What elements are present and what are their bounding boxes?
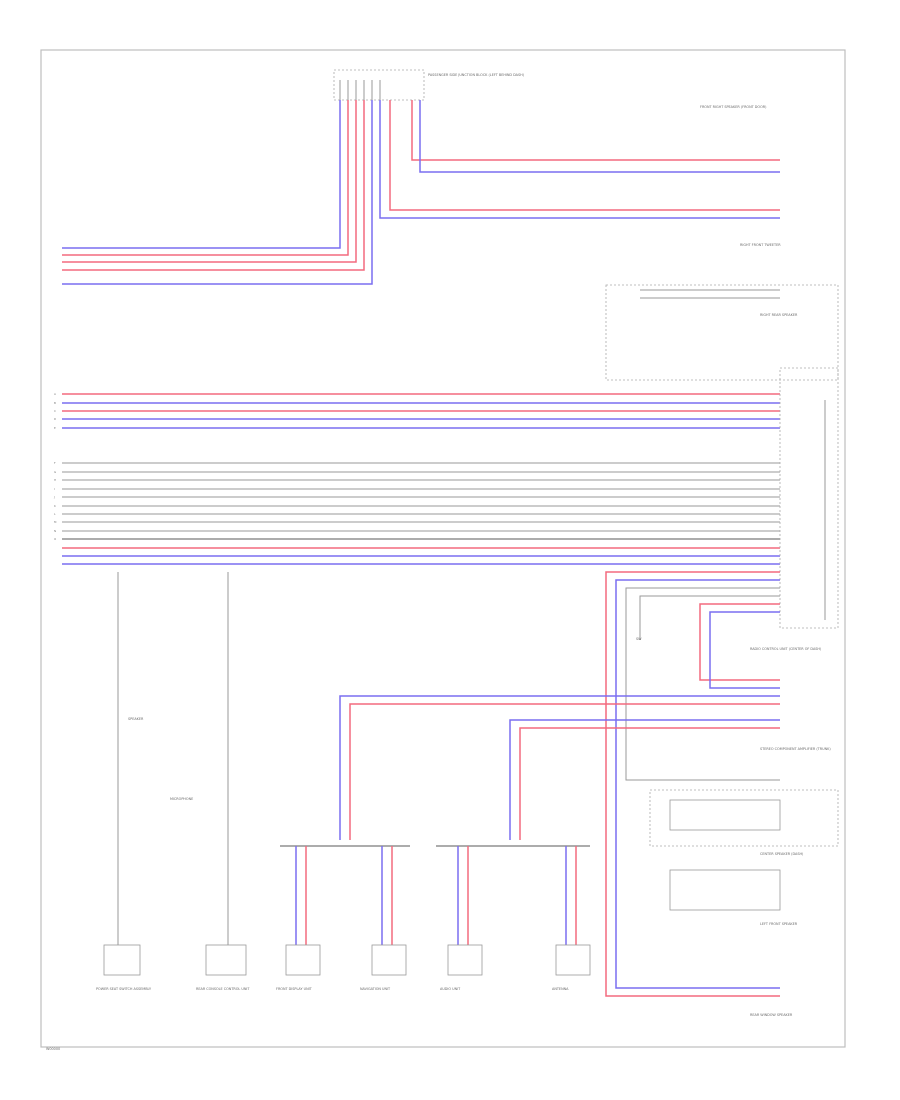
component-box-2 [205,944,247,976]
bottom-label-2: REAR CONSOLE CONTROL UNIT [196,987,250,991]
left-bus-label: J [53,495,55,499]
component-box-5 [447,944,483,976]
mid-label-speaker: SPEAKER [128,717,144,721]
bottom-label-3: FRONT DISPLAY UNIT [276,987,313,991]
right-connector: RADIO CONTROL UNIT (CENTER OF DASH) [750,367,839,651]
left-bus-label: G [54,470,56,474]
left-bus-label: M [54,520,57,524]
left-bus-label: I [54,487,55,491]
bottom-label-5: AUDIO UNIT [440,987,461,991]
radio-control-block: RIGHT REAR SPEAKER [605,284,839,381]
right-label-rear-right: RIGHT REAR SPEAKER [760,313,798,317]
component-box-6 [555,944,591,976]
right-label-front-right: FRONT RIGHT SPEAKER (FRONT DOOR) [700,105,767,109]
left-bus-label: F [54,461,56,465]
left-bus-label: O [54,537,57,541]
component-box-4 [371,944,407,976]
bottom-component-wires [295,846,577,945]
right-label-radio: RADIO CONTROL UNIT (CENTER OF DASH) [750,647,822,651]
left-bus-label: K [54,504,56,508]
top-connector-pins [339,80,381,100]
top-connector-label: PASSENGER SIDE JUNCTION BLOCK (LEFT BEHI… [428,73,525,77]
right-lower-boxes: CENTER SPEAKER (DASH) LEFT FRONT SPEAKER… [649,789,839,1017]
speaker-bundle: STEREO COMPONENT AMPLIFIER (TRUNK) [339,695,831,840]
bottom-label-1: POWER SEAT SWITCH ASSEMBLY [96,987,152,991]
right-label-tweeter: RIGHT FRONT TWEETER [740,243,781,247]
component-box-3 [285,944,321,976]
mid-label-mic: MICROPHONE [170,797,193,801]
left-bus-label: D [54,417,56,421]
bottom-label-6: ANTENNA [552,987,569,991]
top-wires [62,100,780,285]
right-vertical-wires [605,571,780,997]
top-connector: PASSENGER SIDE JUNCTION BLOCK (LEFT BEHI… [333,69,525,101]
left-bus-label: E [54,426,56,430]
right-label-amp: STEREO COMPONENT AMPLIFIER (TRUNK) [760,747,831,751]
left-bus-label: N [54,529,56,533]
left-vertical-wires: SPEAKER MICROPHONE SW [117,572,642,945]
left-bus-label: H [54,478,56,482]
bottom-components [103,944,591,976]
right-label-center: CENTER SPEAKER (DASH) [760,852,804,856]
left-bus-label: L [54,512,56,516]
diagram-frame [40,49,846,1048]
main-bus [62,393,780,565]
right-label-rear-window: REAR WINDOW SPEAKER [750,1013,793,1017]
left-bus-label: A [54,392,56,396]
right-label-left-front: LEFT FRONT SPEAKER [760,922,798,926]
mid-label-sw: SW [636,637,642,641]
component-box-1 [103,944,141,976]
bottom-label-4: NAVIGATION UNIT [360,987,391,991]
left-bus-label: C [54,409,56,413]
bottom-component-labels: POWER SEAT SWITCH ASSEMBLY REAR CONSOLE … [96,987,569,991]
footer-code: W00000 [46,1047,60,1051]
left-bus-labels: A BCD E F GH IJ KLM NO [53,392,57,541]
left-bus-label: B [54,401,56,405]
